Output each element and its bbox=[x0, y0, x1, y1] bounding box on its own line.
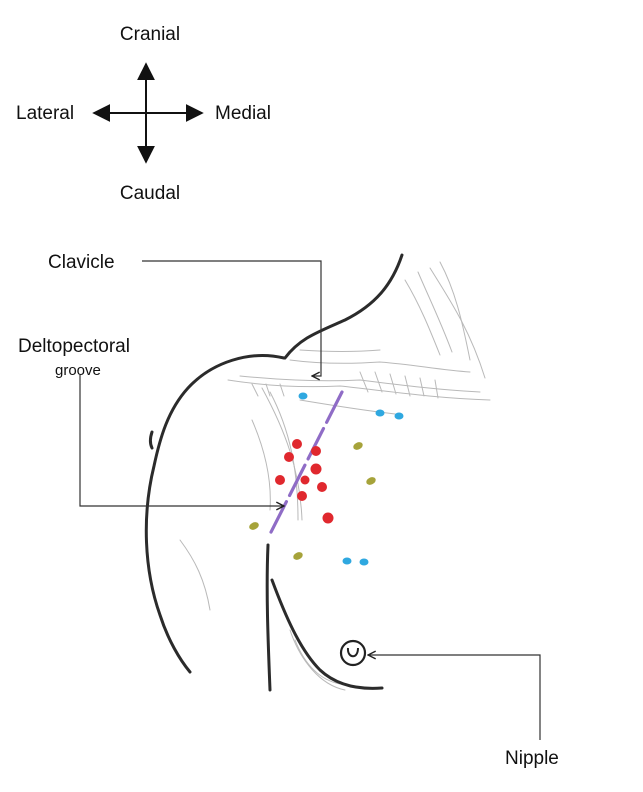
blue-dots bbox=[299, 393, 404, 566]
red-dot bbox=[297, 491, 307, 501]
nipple-label: Nipple bbox=[505, 748, 559, 769]
red-dot bbox=[317, 482, 327, 492]
blue-dot bbox=[360, 559, 369, 566]
upper-arm-short-stroke bbox=[151, 432, 153, 448]
blue-dot bbox=[376, 410, 385, 417]
axilla-outline bbox=[267, 545, 270, 690]
nipple-drawing bbox=[341, 641, 365, 665]
blue-dot bbox=[395, 413, 404, 420]
medial-label: Medial bbox=[215, 103, 271, 124]
groove-label: groove bbox=[55, 362, 101, 379]
red-dots bbox=[275, 439, 334, 524]
red-dot bbox=[301, 476, 310, 485]
olive-dot bbox=[248, 521, 260, 532]
blue-dot bbox=[299, 393, 308, 400]
lateral-label: Lateral bbox=[16, 103, 74, 124]
caudal-label: Caudal bbox=[120, 183, 180, 204]
deltopectoral-label: Deltopectoral bbox=[18, 336, 130, 357]
nipple-leader bbox=[368, 655, 540, 740]
olive-dot bbox=[365, 476, 377, 487]
neck-shoulder-outline bbox=[285, 255, 402, 358]
red-dot bbox=[323, 513, 334, 524]
blue-dot bbox=[343, 558, 352, 565]
olive-dot bbox=[292, 551, 304, 562]
red-dot bbox=[275, 475, 285, 485]
red-dot bbox=[284, 452, 294, 462]
shoulder-arm-outline bbox=[146, 356, 284, 672]
clavicle-label: Clavicle bbox=[48, 252, 115, 273]
sketch-shading bbox=[180, 262, 490, 690]
orientation-compass: Cranial Lateral Medial Caudal bbox=[16, 24, 271, 204]
cranial-label: Cranial bbox=[120, 24, 180, 45]
body-outline bbox=[146, 255, 402, 690]
chest-outline bbox=[272, 580, 382, 688]
olive-dots bbox=[248, 441, 377, 562]
olive-dot bbox=[352, 441, 364, 452]
red-dot bbox=[311, 446, 321, 456]
clavicle-leader bbox=[142, 261, 321, 376]
red-dot bbox=[292, 439, 302, 449]
red-dot bbox=[311, 464, 322, 475]
